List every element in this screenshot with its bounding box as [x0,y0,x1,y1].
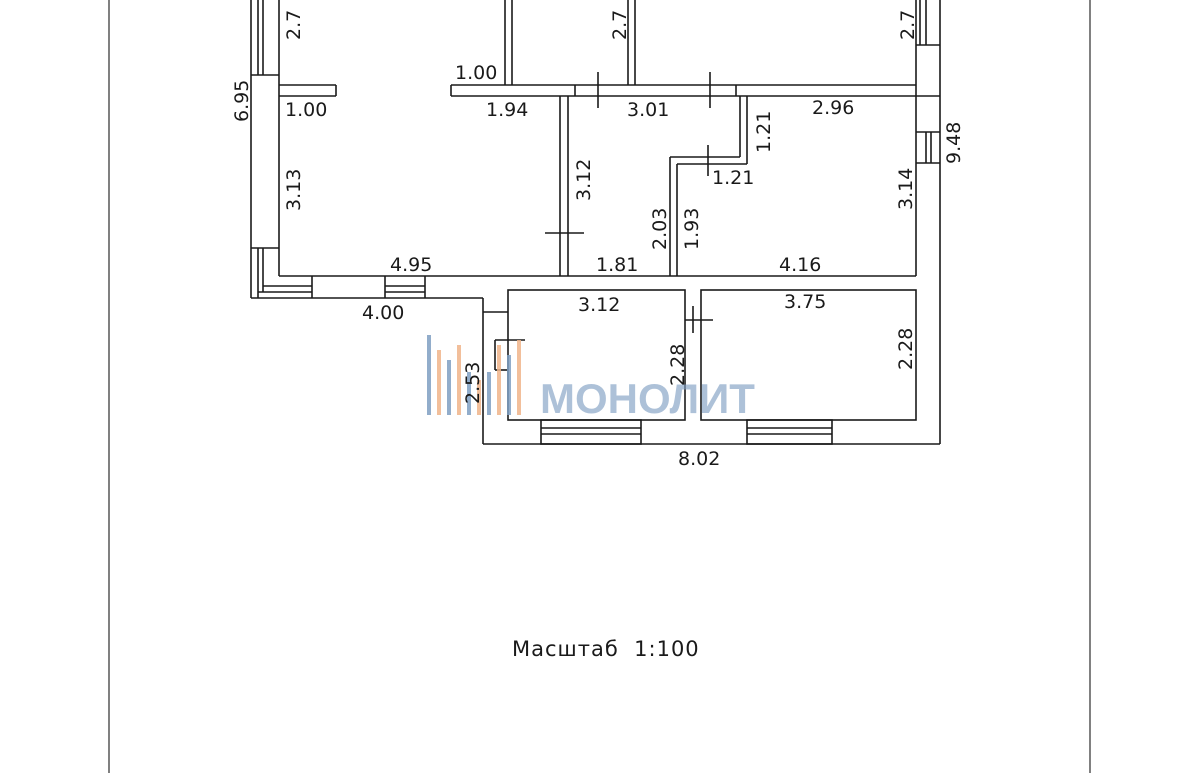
dimension-labels: 2.7 2.7 2.7 6.95 1.00 1.00 1.94 3.01 2.9… [231,10,965,470]
dim-1-00-left: 1.00 [285,99,327,121]
dim-4-00: 4.00 [362,302,404,324]
dim-8-02: 8.02 [678,448,720,470]
dim-1-94: 1.94 [486,99,528,121]
dim-1-00-top: 1.00 [455,62,497,84]
dim-1-21-horizontal: 1.21 [712,167,754,189]
dim-4-16: 4.16 [779,254,821,276]
dim-2-28-right: 2.28 [895,328,917,370]
dim-2-53: 2.53 [462,362,484,404]
sheet-frame [108,0,1091,773]
dim-1-21-vertical: 1.21 [753,111,775,153]
dim-3-12-vertical: 3.12 [573,159,595,201]
dim-3-12-horizontal: 3.12 [578,294,620,316]
dim-2-7-left: 2.7 [283,10,305,40]
dim-9-48: 9.48 [943,122,965,164]
dim-3-14: 3.14 [895,168,917,210]
dim-2-28-left: 2.28 [667,344,689,386]
scale-label: Масштаб 1:100 [512,637,700,661]
watermark-logo: МОНОЛИТ [427,335,755,422]
dim-4-95: 4.95 [390,254,432,276]
building-bars-icon [427,335,521,415]
dim-2-03: 2.03 [649,208,671,250]
walls [250,0,941,445]
watermark-brand: МОНОЛИТ [540,375,755,422]
dim-6-95: 6.95 [231,80,253,122]
dim-3-01: 3.01 [627,99,669,121]
dim-2-96: 2.96 [812,97,854,119]
dim-3-75: 3.75 [784,291,826,313]
dim-1-81: 1.81 [596,254,638,276]
dim-1-93: 1.93 [681,208,703,250]
dim-2-7-right: 2.7 [897,10,919,40]
dim-3-13: 3.13 [283,169,305,211]
dim-2-7-mid: 2.7 [609,10,631,40]
